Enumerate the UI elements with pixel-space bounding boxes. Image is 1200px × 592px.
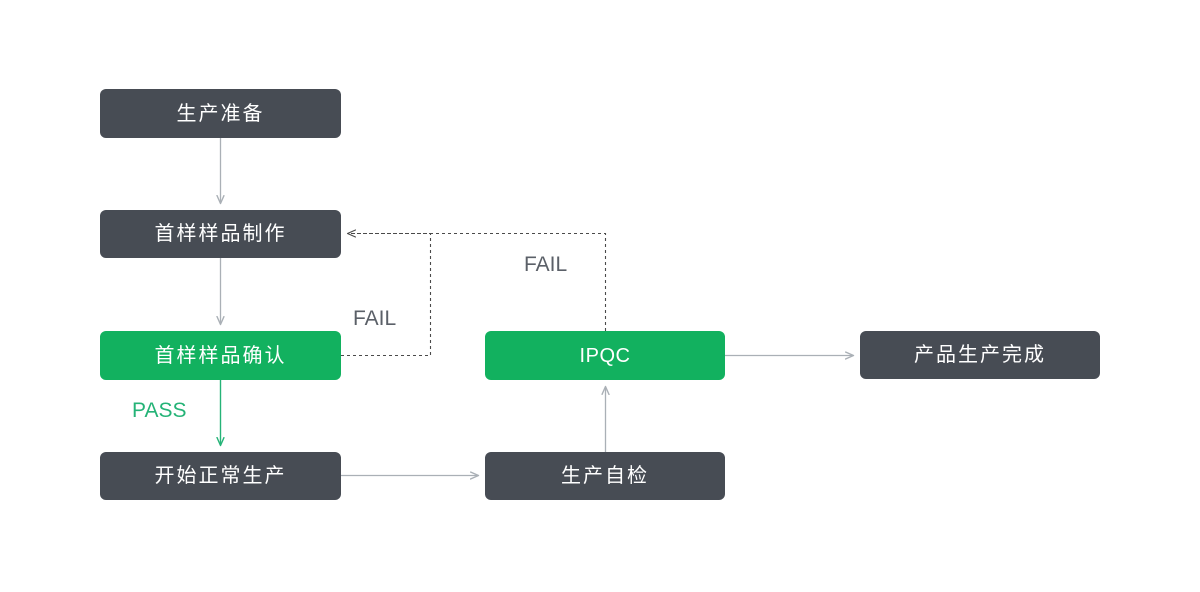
node-product-production-complete[interactable]: 产品生产完成 — [860, 331, 1100, 379]
node-ipqc[interactable]: IPQC — [485, 331, 725, 380]
node-first-sample-making[interactable]: 首样样品制作 — [100, 210, 341, 258]
node-label: 生产准备 — [176, 102, 265, 125]
node-production-self-inspection[interactable]: 生产自检 — [485, 452, 725, 500]
node-start-normal-production[interactable]: 开始正常生产 — [100, 452, 341, 500]
edge-label-fail-confirm: FAIL — [353, 307, 397, 330]
node-label: 生产自检 — [561, 465, 649, 487]
node-label: 首样样品制作 — [154, 223, 287, 245]
node-label: 首样样品确认 — [154, 344, 287, 367]
edge-label-fail-ipqc: FAIL — [524, 253, 568, 276]
node-label: 产品生产完成 — [914, 344, 1046, 366]
node-label: 开始正常生产 — [154, 465, 287, 487]
edge-label-pass-confirm: PASS — [132, 399, 187, 422]
node-label: IPQC — [579, 344, 631, 367]
node-production-preparation[interactable]: 生产准备 — [100, 89, 341, 138]
edge-confirm-fail-to-sample — [341, 234, 432, 357]
node-first-sample-confirmation[interactable]: 首样样品确认 — [100, 331, 341, 380]
